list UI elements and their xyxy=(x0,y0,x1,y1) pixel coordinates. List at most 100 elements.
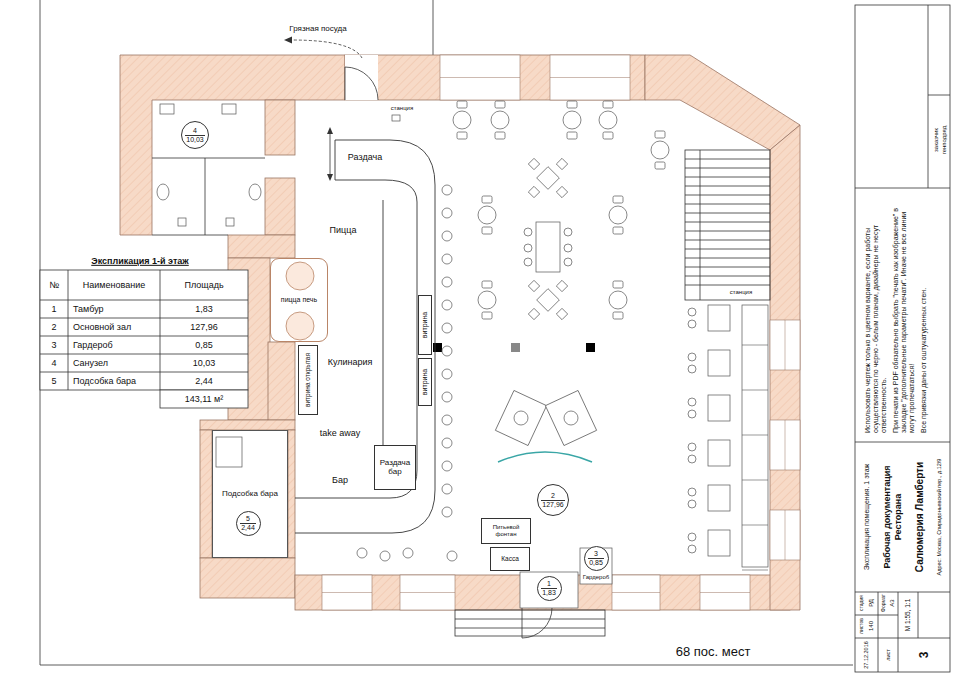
title-block-line xyxy=(898,592,899,672)
chair xyxy=(528,158,539,169)
title-block-line xyxy=(928,5,929,188)
node-text: пицца печь xyxy=(281,296,317,304)
title-block-text: Экспликация помещения. 1 этажРабочая док… xyxy=(860,447,946,587)
column-marker xyxy=(511,343,520,352)
node-text: Касса xyxy=(501,555,519,562)
title-block-note: Все привязки даны от оштукатуренных стен… xyxy=(920,197,928,433)
bar-stool xyxy=(442,300,452,310)
bar-stool xyxy=(442,323,452,333)
table-cell: 127,96 xyxy=(189,322,219,332)
table-cell: Тамбур xyxy=(72,304,105,314)
chair xyxy=(564,228,572,236)
chair xyxy=(655,162,665,169)
table-cell: 3 xyxy=(50,340,57,350)
column-marker xyxy=(586,343,595,352)
plan-label: станция xyxy=(729,289,753,296)
step-line xyxy=(455,619,605,620)
chair xyxy=(688,320,696,328)
chair xyxy=(556,186,567,197)
table-cell: 2 xyxy=(50,322,57,332)
room-number-circle: 410,03 xyxy=(181,121,209,149)
partition xyxy=(205,158,206,235)
chair xyxy=(447,551,457,561)
station-desk xyxy=(392,115,400,121)
bar-stool xyxy=(442,346,452,356)
bar-stool xyxy=(442,254,452,264)
window-glass xyxy=(400,592,455,593)
arrow-head xyxy=(327,174,333,181)
chair xyxy=(688,308,696,316)
round-table xyxy=(478,291,496,309)
chair xyxy=(688,533,696,541)
chair xyxy=(524,228,532,236)
toilet xyxy=(249,184,261,200)
table-cell xyxy=(160,390,248,408)
wall xyxy=(345,55,645,100)
title-block-line xyxy=(855,592,950,593)
display-case: витрина открытая xyxy=(298,345,318,415)
round-table xyxy=(651,141,669,159)
chair xyxy=(457,101,467,108)
door-opening xyxy=(345,55,378,100)
title-block-note: При печати из PDF обязательно выбрать "п… xyxy=(892,197,916,433)
plan-label: Грязная посуда xyxy=(288,24,347,33)
window xyxy=(550,55,630,100)
sink xyxy=(226,218,234,226)
chair xyxy=(688,398,696,406)
plan-label: Экспликация 1-й этаж xyxy=(90,256,190,266)
window xyxy=(770,420,800,470)
chair xyxy=(613,281,623,288)
node-text: Питьевой фонтан xyxy=(484,524,528,537)
wall xyxy=(645,55,800,150)
bar-stool xyxy=(442,438,452,448)
window-glass xyxy=(550,77,630,78)
title-block xyxy=(855,5,950,672)
table-cell: 10,03 xyxy=(192,358,217,368)
chair xyxy=(613,312,623,319)
bar-stool xyxy=(442,392,452,402)
plan-label: станция xyxy=(390,105,414,112)
arrow-head xyxy=(284,37,292,44)
oven-chamber xyxy=(286,312,314,340)
step-line xyxy=(455,628,605,629)
sink xyxy=(160,104,174,114)
bench xyxy=(742,305,768,567)
window xyxy=(400,575,455,610)
counter-line xyxy=(383,200,384,445)
chair xyxy=(380,551,390,561)
chair xyxy=(688,443,696,451)
display-case: витрина xyxy=(418,358,432,406)
table xyxy=(708,485,730,511)
bench-divider xyxy=(742,525,768,526)
window-glass xyxy=(322,592,372,593)
bench-divider xyxy=(742,480,768,481)
arrow-head xyxy=(327,127,333,134)
furniture xyxy=(357,101,768,570)
bar-stool xyxy=(442,185,452,195)
window-glass xyxy=(785,510,786,560)
node-text: витрина xyxy=(421,297,428,353)
node-text: 1 xyxy=(546,580,552,588)
booth-table xyxy=(514,411,528,425)
node-text: Кулинария xyxy=(328,357,373,367)
table-cell: Основной зал xyxy=(72,322,132,332)
room-number-circle: 30,85 xyxy=(584,546,609,571)
chair xyxy=(613,227,623,234)
staircase xyxy=(685,150,770,300)
bar-stool xyxy=(442,208,452,218)
node-text: 3 xyxy=(593,550,599,558)
chair xyxy=(567,132,577,139)
room-number-circle: 52,44 xyxy=(236,511,261,536)
chair xyxy=(564,258,572,266)
table-cell: Наименование xyxy=(82,280,146,290)
bench-divider xyxy=(742,435,768,436)
table-cell: № xyxy=(48,280,60,290)
wall xyxy=(265,178,295,235)
title-block-note: Использовать чертеж только в цветном вар… xyxy=(864,197,888,433)
chair xyxy=(688,455,696,463)
window xyxy=(322,575,372,610)
chair xyxy=(524,258,532,266)
table-grid xyxy=(40,270,248,390)
wall xyxy=(200,420,295,430)
chair xyxy=(655,131,665,138)
